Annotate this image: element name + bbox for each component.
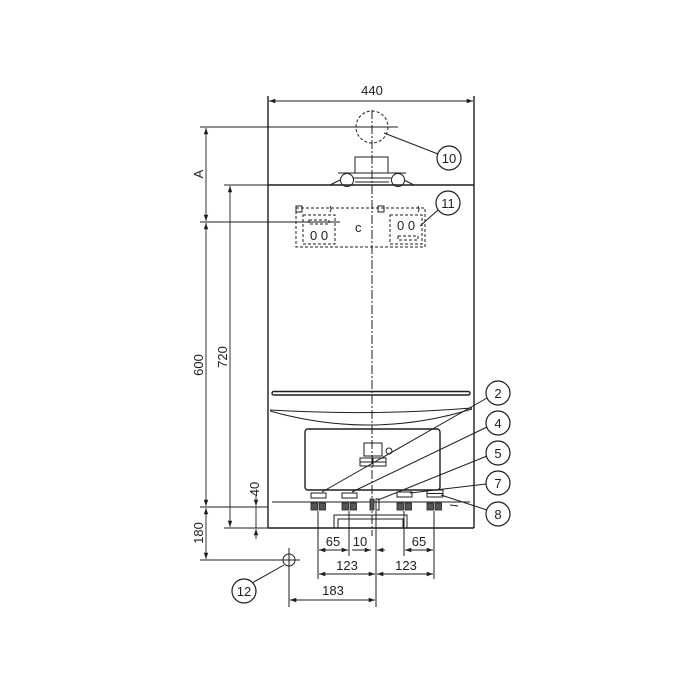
dim-40: 40 <box>247 482 262 496</box>
control-box <box>304 428 441 491</box>
callout-2: 2 <box>485 380 511 406</box>
dimension-labels: 440 A 600 720 40 180 65 10 65 123 123 18… <box>191 83 426 598</box>
svg-text:0 0: 0 0 <box>397 218 415 233</box>
fitting-8 <box>426 489 444 511</box>
pipe-connections <box>272 489 470 528</box>
fitting-2 <box>310 492 327 511</box>
dim-flue-clearance: A <box>191 169 206 178</box>
svg-text:12: 12 <box>237 584 251 599</box>
fitting-4 <box>341 492 358 511</box>
front-panel <box>269 390 473 491</box>
dim-180: 180 <box>191 522 206 544</box>
dim-65-right: 65 <box>412 534 426 549</box>
svg-text:11: 11 <box>441 196 455 211</box>
svg-text:c: c <box>355 220 362 235</box>
dim-overall-width: 440 <box>361 83 383 98</box>
dim-183: 183 <box>322 583 344 598</box>
dimension-lines <box>200 98 473 607</box>
fitting-7 <box>396 491 413 511</box>
callout-8: 8 <box>485 501 511 527</box>
callout-5: 5 <box>485 440 511 466</box>
callout-11: 11 <box>435 190 461 216</box>
dim-600: 600 <box>191 354 206 376</box>
svg-text:2: 2 <box>494 386 501 401</box>
svg-text:4: 4 <box>494 416 501 431</box>
boiler-body <box>267 96 475 529</box>
svg-text:10: 10 <box>442 151 456 166</box>
svg-text:5: 5 <box>494 446 501 461</box>
dim-123-left: 123 <box>336 558 358 573</box>
dim-10: 10 <box>353 534 367 549</box>
callouts: 10 11 2 4 5 7 8 12 <box>231 132 511 604</box>
flue-outlet <box>200 110 415 187</box>
fitting-5 <box>369 498 380 511</box>
svg-text:7: 7 <box>494 476 501 491</box>
svg-text:0 0: 0 0 <box>310 228 328 243</box>
dim-123-right: 123 <box>395 558 417 573</box>
mounting-bracket: 0 0 0 0 c <box>200 205 426 248</box>
dim-720: 720 <box>215 346 230 368</box>
callout-12: 12 <box>231 578 257 604</box>
dim-65-left: 65 <box>326 534 340 549</box>
callout-4: 4 <box>485 410 511 436</box>
callout-10: 10 <box>436 145 462 171</box>
svg-text:8: 8 <box>494 507 501 522</box>
callout-7: 7 <box>485 470 511 496</box>
